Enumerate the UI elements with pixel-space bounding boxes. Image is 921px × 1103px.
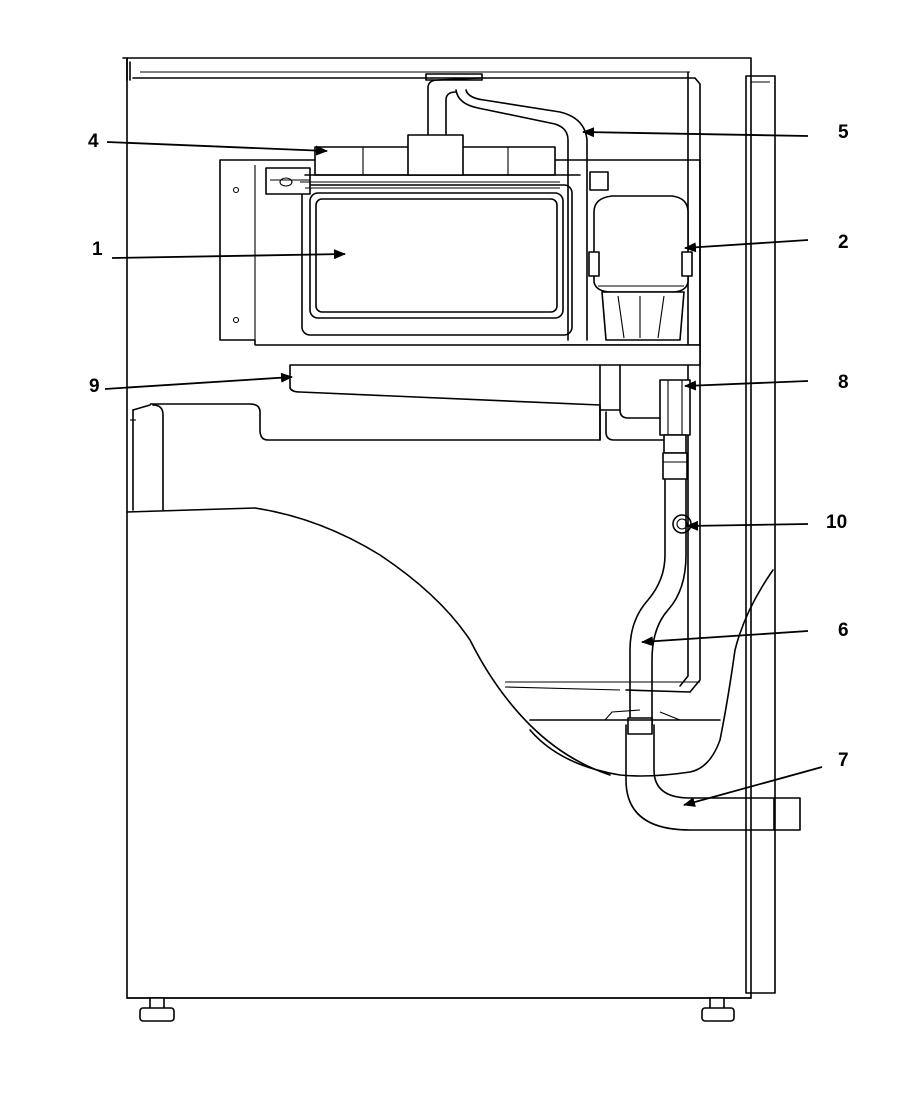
leader-2 <box>684 239 809 253</box>
leader-8 <box>684 380 809 391</box>
callout-6: 6 <box>838 620 849 641</box>
callout-8: 8 <box>838 372 849 393</box>
leader-10 <box>686 520 809 531</box>
leader-1 <box>111 249 346 260</box>
callout-5: 5 <box>838 122 849 143</box>
leveling-feet <box>139 997 735 1022</box>
component-7-outlet-pipe <box>625 717 801 831</box>
component-4-top-distributor <box>265 134 609 195</box>
callout-7: 7 <box>838 750 849 771</box>
leader-7 <box>683 766 823 807</box>
callout-4: 4 <box>88 131 99 152</box>
leader-6 <box>641 630 809 647</box>
component-9-bracket <box>150 344 701 441</box>
leader-9 <box>104 372 293 390</box>
callout-2: 2 <box>838 232 849 253</box>
component-2-pump <box>588 195 693 341</box>
component-8-valve <box>659 379 691 480</box>
inner-tank <box>130 404 164 511</box>
door-panel <box>745 75 776 994</box>
component-6-drain-hose <box>629 479 687 726</box>
callout-10: 10 <box>826 512 847 533</box>
callout-labels: 4 1 9 5 2 8 10 6 7 <box>88 122 849 771</box>
component-1-main-unit <box>301 184 573 336</box>
callout-1: 1 <box>92 239 103 260</box>
leader-lines <box>104 127 823 807</box>
callout-9: 9 <box>89 376 100 397</box>
leader-5 <box>582 127 809 138</box>
drip-tray <box>504 569 774 777</box>
leader-4 <box>106 141 328 156</box>
cutaway-front-panel <box>126 507 611 776</box>
